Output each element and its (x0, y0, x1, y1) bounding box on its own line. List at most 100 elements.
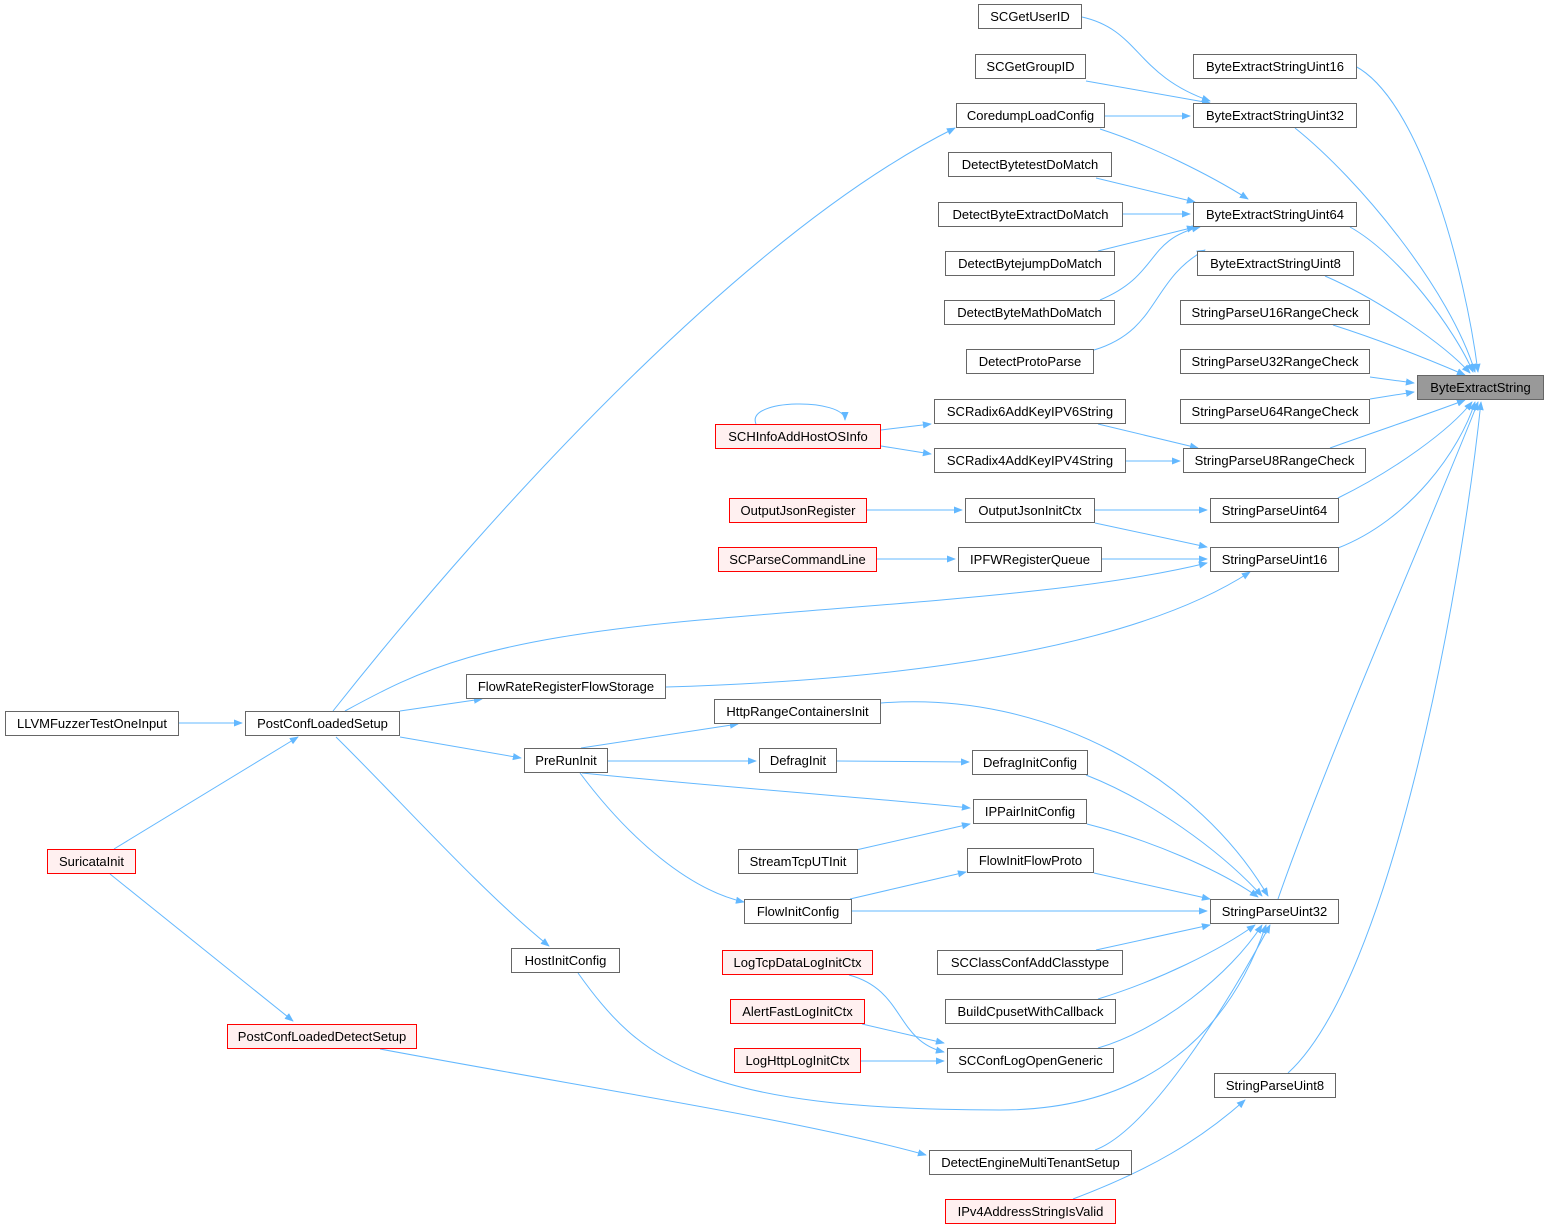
edge-suint32-to-root (1277, 401, 1479, 900)
node-byte-extract-string-uint16[interactable]: ByteExtractStringUint16 (1193, 54, 1357, 79)
node-detect-byte-math-do-match[interactable]: DetectByteMathDoMatch (944, 300, 1115, 325)
edge-uint16-to-root (1354, 65, 1481, 373)
edge-coredump-to-u64 (1099, 128, 1249, 200)
node-output-json-register[interactable]: OutputJsonRegister (729, 498, 867, 523)
node-sc-conf-log-open-generic[interactable]: SCConfLogOpenGeneric (947, 1048, 1114, 1073)
node-detect-bytejump-do-match[interactable]: DetectBytejumpDoMatch (945, 251, 1115, 276)
edge-postconf-to-coredump (332, 127, 956, 712)
edge-uint64-to-root (1349, 226, 1474, 373)
node-string-parse-uint16[interactable]: StringParseUint16 (1210, 547, 1339, 572)
edge-bytemath-to-u64 (1099, 225, 1201, 301)
edge-protoparse-to-u8 (1093, 249, 1206, 351)
edge-suricata-to-postconf (113, 736, 299, 850)
node-defrag-init[interactable]: DefragInit (759, 748, 837, 773)
edge-u64rc-to-root (1369, 389, 1415, 400)
edge-ippair-to-suint32 (1086, 823, 1259, 898)
node-suricata-init[interactable]: SuricataInit (47, 849, 136, 874)
node-host-init-config[interactable]: HostInitConfig (511, 948, 620, 973)
edge-u16rc-to-root (1332, 324, 1466, 376)
node-string-parse-uint8[interactable]: StringParseUint8 (1214, 1073, 1336, 1098)
edge-alertfast-to-confopen (861, 1023, 945, 1045)
edge-ipv4valid-to-suint8 (1072, 1099, 1246, 1200)
edge-cpuset-to-suint32 (1097, 924, 1256, 1000)
node-detect-byte-extract-do-match[interactable]: DetectByteExtractDoMatch (938, 202, 1123, 227)
edge-flowinitconfig-to-proto (849, 870, 967, 900)
node-http-range-containers-init[interactable]: HttpRangeContainersInit (714, 699, 881, 724)
node-string-parse-u16-range-check[interactable]: StringParseU16RangeCheck (1180, 300, 1370, 325)
edge-prerun-to-httprange (580, 721, 739, 749)
edge-flowrate-to-suint16 (665, 571, 1251, 688)
edge-hostos-to-radix6 (880, 421, 932, 431)
node-coredump-load-config[interactable]: CoredumpLoadConfig (956, 103, 1105, 128)
node-flow-rate-register-flow-storage[interactable]: FlowRateRegisterFlowStorage (466, 674, 666, 699)
node-stream-tcp-ut-init[interactable]: StreamTcpUTInit (738, 849, 858, 874)
node-sc-parse-command-line[interactable]: SCParseCommandLine (718, 547, 877, 572)
node-ipv4-address-string-is-valid[interactable]: IPv4AddressStringIsValid (945, 1199, 1116, 1224)
node-sc-get-user-id[interactable]: SCGetUserID (978, 4, 1082, 29)
edge-confopen-to-suint32 (1097, 924, 1263, 1049)
node-string-parse-u8-range-check[interactable]: StringParseU8RangeCheck (1183, 448, 1366, 473)
node-sc-radix4-add-key-ipv4-string[interactable]: SCRadix4AddKeyIPV4String (934, 448, 1126, 473)
edge-outjsonctx-to-suint16 (1094, 522, 1208, 549)
edge-hostos-to-radix4 (880, 445, 932, 457)
node-flow-init-flow-proto[interactable]: FlowInitFlowProto (967, 848, 1094, 873)
edge-prerun-to-ippair (581, 772, 971, 811)
node-detect-bytetest-do-match[interactable]: DetectBytetestDoMatch (948, 152, 1112, 177)
edge-tcpdata-to-confopen (848, 974, 945, 1054)
edge-bytetest-to-u64 (1095, 177, 1196, 204)
edge-suint16-to-root (1337, 401, 1477, 549)
node-output-json-init-ctx[interactable]: OutputJsonInitCtx (965, 498, 1095, 523)
node-detect-proto-parse[interactable]: DetectProtoParse (966, 349, 1094, 374)
node-sc-class-conf-add-classtype[interactable]: SCClassConfAddClasstype (937, 950, 1123, 975)
node-build-cpuset-with-callback[interactable]: BuildCpusetWithCallback (945, 999, 1116, 1024)
edge-classconf-to-suint32 (1095, 923, 1211, 951)
edge-prerun-to-flowinitconfig (579, 772, 745, 904)
node-ipfw-register-queue[interactable]: IPFWRegisterQueue (958, 547, 1102, 572)
edge-uint8-to-root (1324, 275, 1471, 374)
edge-postconf-to-preruninit (399, 736, 522, 761)
node-detect-engine-multi-tenant-setup[interactable]: DetectEngineMultiTenantSetup (929, 1150, 1132, 1175)
node-ip-pair-init-config[interactable]: IPPairInitConfig (973, 799, 1087, 824)
edge-u8rc-to-root (1329, 399, 1466, 449)
edge-getgroup-to-u32 (1085, 80, 1211, 106)
node-byte-extract-string-uint8[interactable]: ByteExtractStringUint8 (1197, 251, 1354, 276)
node-string-parse-uint32[interactable]: StringParseUint32 (1210, 899, 1339, 924)
node-byte-extract-string: ByteExtractString (1417, 375, 1544, 400)
edge-suint64-to-root (1337, 401, 1473, 499)
node-sc-radix6-add-key-ipv6-string[interactable]: SCRadix6AddKeyIPV6String (934, 399, 1126, 424)
node-string-parse-uint64[interactable]: StringParseUint64 (1210, 498, 1339, 523)
node-defrag-init-config[interactable]: DefragInitConfig (972, 750, 1088, 775)
edge-getuser-to-u32 (1081, 16, 1211, 102)
edge-uint32-to-root (1294, 127, 1477, 373)
node-pre-run-init[interactable]: PreRunInit (524, 748, 608, 773)
node-flow-init-config[interactable]: FlowInitConfig (744, 899, 852, 924)
edge-postconfdetect-to-multitenant (379, 1048, 927, 1157)
node-byte-extract-string-uint32[interactable]: ByteExtractStringUint32 (1193, 103, 1357, 128)
edge-postconf-to-hostinit (335, 736, 550, 947)
edge-defraginit-to-defragcfg (836, 758, 970, 766)
node-string-parse-u32-range-check[interactable]: StringParseU32RangeCheck (1180, 349, 1370, 374)
edge-proto-to-suint32 (1093, 872, 1211, 901)
edge-suint8-to-root (1287, 401, 1484, 1074)
edge-bytejump-to-u64 (1097, 225, 1196, 252)
edge-httprange-to-suint32 (880, 701, 1269, 897)
edge-postconf-to-flowrate (399, 696, 483, 712)
node-alert-fast-log-init-ctx[interactable]: AlertFastLogInitCtx (730, 999, 865, 1024)
edge-hostos-self (754, 403, 849, 425)
node-log-tcp-data-log-init-ctx[interactable]: LogTcpDataLogInitCtx (722, 950, 873, 975)
node-llvm-fuzzer-test-one-input[interactable]: LLVMFuzzerTestOneInput (5, 711, 179, 736)
node-post-conf-loaded-detect-setup[interactable]: PostConfLoadedDetectSetup (227, 1024, 417, 1049)
node-log-http-log-init-ctx[interactable]: LogHttpLogInitCtx (734, 1048, 861, 1073)
edge-streamtcp-to-ippair (855, 822, 971, 851)
node-byte-extract-string-uint64[interactable]: ByteExtractStringUint64 (1193, 202, 1357, 227)
node-post-conf-loaded-setup[interactable]: PostConfLoadedSetup (245, 711, 400, 736)
edge-u32rc-to-root (1369, 376, 1415, 386)
node-sch-info-add-host-os-info[interactable]: SCHInfoAddHostOSInfo (715, 424, 881, 449)
edge-hostinit-to-suint32 (577, 924, 1267, 1111)
edge-radix6-to-u8rc (1097, 423, 1199, 450)
edge-multitenant-to-suint32 (1094, 924, 1271, 1151)
node-string-parse-u64-range-check[interactable]: StringParseU64RangeCheck (1180, 399, 1370, 424)
edge-postconf-to-suint16 (344, 561, 1208, 712)
node-sc-get-group-id[interactable]: SCGetGroupID (975, 54, 1086, 79)
